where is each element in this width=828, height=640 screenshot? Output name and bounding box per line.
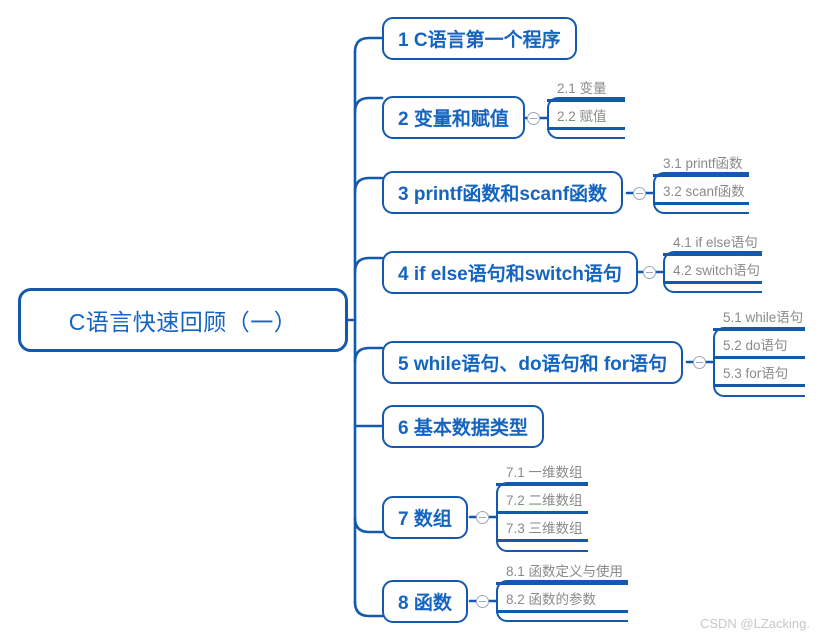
sub-item-8-2[interactable]: 8.2 函数的参数 [496,588,628,613]
sub-item-5-2-rule [713,356,805,359]
sub-item-4-2-label: 4.2 switch语句 [673,263,761,278]
sub-item-7-1[interactable]: 7.1 一维数组 [496,461,588,486]
collapse-toggle-icon-5[interactable] [693,356,706,369]
sub-item-5-3-rule [713,384,805,387]
branch-node-5-label: 5 while语句、do语句和 for语句 [398,354,668,375]
branch-node-6[interactable]: 6 基本数据类型 [382,405,544,448]
sub-item-2-1-rule [547,99,625,102]
branch-node-1-label: 1 C语言第一个程序 [398,30,561,51]
sub-item-4-1-label: 4.1 if else语句 [673,235,758,250]
sub-item-3-2-label: 3.2 scanf函数 [663,184,745,199]
sub-item-7-1-rule [496,483,588,486]
sub-item-2-1[interactable]: 2.1 变量 [547,77,625,102]
branch-node-6-label: 6 基本数据类型 [398,418,528,439]
branch-node-7[interactable]: 7 数组 [382,496,468,539]
branch-node-1[interactable]: 1 C语言第一个程序 [382,17,577,60]
sub-item-8-2-rule [496,610,628,613]
branch-node-8[interactable]: 8 函数 [382,580,468,623]
sub-item-5-2[interactable]: 5.2 do语句 [713,334,805,359]
collapse-toggle-icon-8[interactable] [476,595,489,608]
collapse-toggle-icon-2[interactable] [527,112,540,125]
sub-item-4-1-rule [663,253,762,256]
sub-item-5-2-label: 5.2 do语句 [723,338,788,353]
sub-item-2-2-label: 2.2 赋值 [557,109,607,124]
sub-item-4-1[interactable]: 4.1 if else语句 [663,231,762,256]
sub-item-7-1-label: 7.1 一维数组 [506,465,583,480]
sub-item-4-2[interactable]: 4.2 switch语句 [663,259,762,284]
sub-item-3-2[interactable]: 3.2 scanf函数 [653,180,749,205]
sub-item-7-2-label: 7.2 二维数组 [506,493,583,508]
collapse-toggle-icon-4[interactable] [643,266,656,279]
branch-node-8-label: 8 函数 [398,593,452,614]
sub-item-3-1-rule [653,174,749,177]
sub-item-7-3-label: 7.3 三维数组 [506,521,583,536]
sub-item-8-1-rule [496,582,628,585]
sub-item-7-3-rule [496,539,588,542]
branch-node-3-label: 3 printf函数和scanf函数 [398,184,608,205]
sub-item-5-3[interactable]: 5.3 for语句 [713,362,805,387]
sub-item-8-1[interactable]: 8.1 函数定义与使用 [496,560,628,585]
branch-node-3[interactable]: 3 printf函数和scanf函数 [382,171,624,214]
collapse-toggle-icon-3[interactable] [633,187,646,200]
branch-node-5[interactable]: 5 while语句、do语句和 for语句 [382,341,684,384]
sub-item-3-2-rule [653,202,749,205]
sub-item-5-1-rule [713,328,805,331]
sub-item-5-3-label: 5.3 for语句 [723,366,789,381]
branch-node-2[interactable]: 2 变量和赋值 [382,96,525,139]
sub-item-3-1[interactable]: 3.1 printf函数 [653,152,749,177]
sub-item-8-1-label: 8.1 函数定义与使用 [506,564,624,579]
sub-item-2-2-rule [547,127,625,130]
sub-item-2-1-label: 2.1 变量 [557,81,607,96]
watermark: CSDN @LZacking. [699,616,810,631]
root-node-label: C语言快速回顾（一） [68,309,298,335]
sub-item-3-1-label: 3.1 printf函数 [663,156,743,171]
branch-node-7-label: 7 数组 [398,509,452,530]
collapse-toggle-icon-7[interactable] [476,511,489,524]
sub-item-8-2-label: 8.2 函数的参数 [506,592,597,607]
root-node[interactable]: C语言快速回顾（一） [18,288,348,352]
branch-node-2-label: 2 变量和赋值 [398,109,509,130]
sub-item-7-2-rule [496,511,588,514]
branch-node-4-label: 4 if else语句和switch语句 [398,264,622,285]
sub-item-5-1[interactable]: 5.1 while语句 [713,306,805,331]
sub-item-5-1-label: 5.1 while语句 [723,310,804,325]
sub-item-2-2[interactable]: 2.2 赋值 [547,105,625,130]
sub-item-4-2-rule [663,281,762,284]
sub-item-7-3[interactable]: 7.3 三维数组 [496,517,588,542]
sub-item-7-2[interactable]: 7.2 二维数组 [496,489,588,514]
branch-node-4[interactable]: 4 if else语句和switch语句 [382,251,638,294]
